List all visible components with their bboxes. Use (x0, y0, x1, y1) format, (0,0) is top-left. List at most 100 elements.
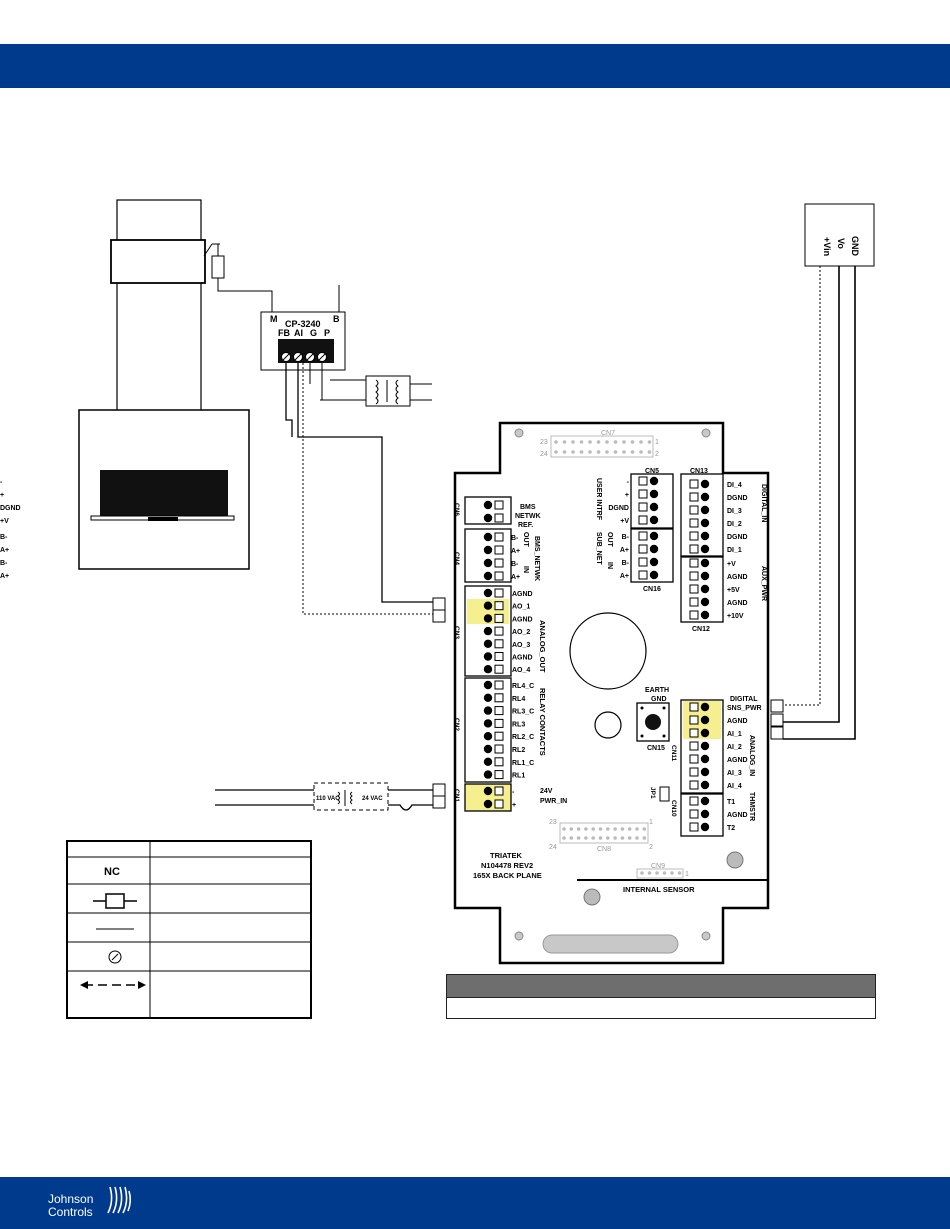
header-pin (642, 836, 647, 840)
cn8-pin24: 24 (549, 844, 557, 851)
cn9-pin1: 1 (685, 871, 689, 878)
cn13-pin-label: DI_4 (727, 482, 742, 489)
power-wiring (215, 782, 433, 811)
cn11-pin-label: AI_4 (727, 783, 742, 790)
cn12-pin-label: AGND (727, 600, 748, 607)
terminal-screw (649, 515, 659, 525)
cn16-pin-label: A+ (620, 547, 629, 554)
cn5-pin-label: DGND (608, 505, 629, 512)
cn6-label: CN6 (453, 503, 460, 516)
terminal-clamp (638, 570, 648, 580)
header-pin (640, 871, 644, 875)
cn13-pin-label: DI_2 (727, 521, 742, 528)
header-pin (606, 827, 610, 831)
terminal-clamp (638, 476, 648, 486)
header-pin (639, 450, 643, 454)
cn10-pin-label: AGND (727, 812, 748, 819)
cn3-pin-label: AGND (512, 591, 533, 598)
cn16-pin-label: A+ (0, 573, 9, 580)
terminal-screw (700, 741, 710, 751)
cn8-pin23: 23 (549, 819, 557, 826)
cn4-group: BMS_NETWK (533, 536, 540, 581)
transformer-primary: 110 VAC (316, 796, 340, 802)
terminal-screw (700, 597, 710, 607)
terminal-clamp (494, 571, 504, 581)
terminal-clamp (494, 652, 504, 661)
cn8-pin1: 1 (649, 819, 653, 826)
terminal-clamp (494, 757, 504, 767)
header-pin (569, 836, 574, 840)
header-pin (630, 450, 635, 454)
terminal-screw (700, 754, 710, 764)
footer-band (0, 1177, 950, 1229)
header-pin (655, 871, 659, 875)
cn12-pin-label: +5V (727, 587, 740, 594)
cn11-pin-label: AGND (727, 718, 748, 725)
cn10-pin-label: T2 (727, 825, 735, 832)
cn13-pin-label: DI_1 (727, 547, 742, 554)
terminal-clamp (689, 715, 699, 725)
cn11-label: CN11 (670, 745, 677, 762)
side-terminals (432, 597, 784, 809)
cn5-pin-label: - (0, 479, 3, 486)
terminal-screw (700, 571, 710, 581)
header-pin (588, 440, 592, 444)
terminal-clamp (689, 780, 699, 790)
header-pin (576, 836, 581, 840)
terminal-clamp (494, 799, 504, 809)
cn13-group: DIGITAL_IN (760, 484, 767, 522)
terminal-clamp (689, 518, 699, 528)
header-pin (613, 827, 617, 831)
cn6-text-2: NETWK (515, 513, 541, 520)
terminal-screw (700, 702, 710, 712)
cn9-label: CN9 (651, 863, 665, 870)
header-pin (677, 871, 682, 875)
terminal-clamp (494, 588, 504, 598)
cn8-label: CN8 (597, 846, 611, 853)
cn11-pin-label: AI_3 (727, 770, 742, 777)
header-pin (591, 836, 595, 840)
cn5-pin-label: +V (0, 518, 9, 525)
brand-line1: Johnson (48, 1192, 94, 1206)
cn12-pin-label: +V (727, 561, 736, 568)
cn2-label: CN2 (453, 718, 460, 731)
internal-sensor-label: INTERNAL SENSOR (623, 885, 695, 894)
cn4-out: OUT (522, 532, 529, 548)
terminal-clamp (689, 479, 699, 489)
cn16-pin-label: A+ (620, 573, 629, 580)
cn15-title-1: EARTH (645, 687, 669, 694)
terminal-clamp (638, 502, 648, 512)
cn6-text-3: REF. (518, 522, 533, 529)
brand-logo-text: Johnson Controls (48, 1193, 93, 1219)
cp-transformer (309, 363, 432, 407)
header-pin (598, 827, 603, 831)
cn7-pin1: 1 (655, 439, 659, 446)
cp3240-label-m: M (270, 314, 278, 324)
cn16-pin-label: B- (622, 560, 630, 567)
terminal-screw (649, 489, 659, 499)
terminal-clamp (689, 741, 699, 751)
terminal-clamp (689, 505, 699, 515)
header-pin (620, 836, 625, 840)
cn16-pin-label: B- (622, 534, 630, 541)
sensor-pin-vin: +Vin (822, 237, 832, 256)
header-pin (576, 827, 581, 831)
cn2-pin-label: RL3 (512, 721, 525, 728)
cn13-pin-label: DI_3 (727, 508, 742, 515)
terminal-clamp (494, 718, 504, 728)
header-pin (598, 836, 603, 840)
cn13-pin-label: DGND (727, 495, 748, 502)
part-table (446, 974, 876, 1019)
terminal-screw (700, 479, 710, 489)
header-pin (571, 440, 575, 444)
cp3240-pin-p: P (324, 328, 330, 338)
cn6-text-1: BMS (520, 504, 536, 511)
damper-assembly (78, 199, 273, 570)
terminal-clamp (689, 822, 699, 832)
cn3-label: CN3 (453, 626, 460, 639)
terminal-screw (700, 492, 710, 502)
cn1-pin-label: + (512, 802, 516, 809)
cn13-pin-label: DGND (727, 534, 748, 541)
header-pin (647, 450, 652, 454)
terminal-clamp (689, 728, 699, 738)
